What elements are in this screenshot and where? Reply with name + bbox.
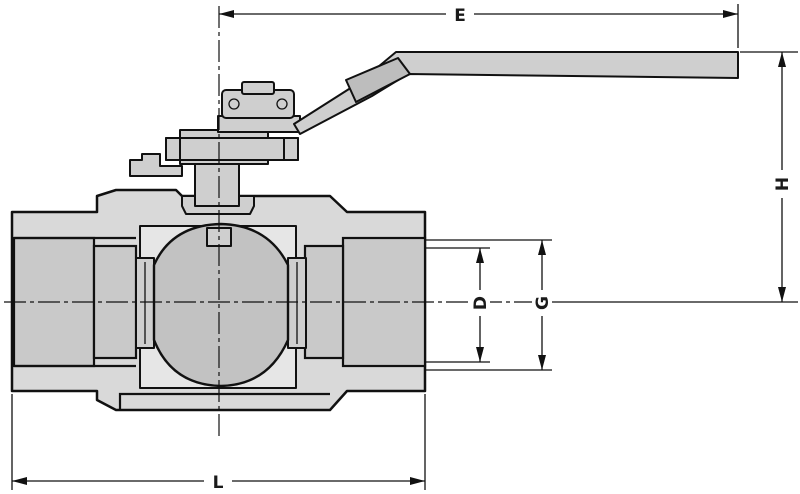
stop-plate xyxy=(165,137,299,161)
handle-grip xyxy=(345,57,411,103)
nut-bolt-right xyxy=(276,98,288,110)
h-arrow-top xyxy=(778,52,786,67)
d-label-bg xyxy=(470,290,490,316)
lock-tab xyxy=(129,153,183,177)
stop-right xyxy=(283,137,299,161)
g-arrow-top xyxy=(538,240,546,255)
e-label-bg xyxy=(446,4,474,24)
l-arrow-right xyxy=(410,477,425,485)
d-arrow-top xyxy=(476,248,484,263)
g-label: G xyxy=(533,296,553,310)
e-label: E xyxy=(454,6,466,26)
g-label-bg xyxy=(532,290,552,316)
d-arrow-bottom xyxy=(476,347,484,362)
g-arrow-bottom xyxy=(538,355,546,370)
e-arrow-left xyxy=(219,10,234,18)
stop-left xyxy=(165,137,181,161)
h-label-bg xyxy=(772,170,792,198)
nut-bolt-left xyxy=(228,98,240,110)
l-label: L xyxy=(213,473,224,493)
body-bottom-ledge xyxy=(118,392,330,410)
h-arrow-bottom xyxy=(778,287,786,302)
h-label: H xyxy=(773,177,793,191)
e-arrow-right xyxy=(723,10,738,18)
ball xyxy=(152,222,290,388)
l-arrow-left xyxy=(12,477,27,485)
l-label-bg xyxy=(204,470,232,492)
d-label: D xyxy=(471,296,491,310)
stem-nut-top xyxy=(241,81,275,95)
